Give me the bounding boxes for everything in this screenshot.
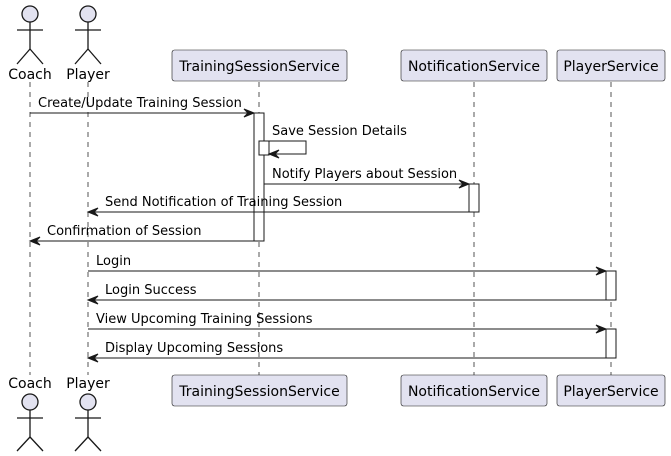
actor-player-top: Player xyxy=(66,5,110,83)
participant-label: PlayerService xyxy=(563,384,658,400)
participant-training-bottom: TrainingSessionService xyxy=(171,374,348,407)
actor-label: Player xyxy=(66,376,110,392)
actor-label: Coach xyxy=(8,67,52,83)
message-label: Notify Players about Session xyxy=(272,167,457,182)
lifelines xyxy=(29,82,612,375)
actor-head-icon xyxy=(79,5,97,23)
participant-label: TrainingSessionService xyxy=(178,384,339,400)
arrowhead-icon xyxy=(28,236,41,246)
activation-bar-notification xyxy=(468,183,480,213)
message-label: Login Success xyxy=(105,283,197,298)
message-label: Display Upcoming Sessions xyxy=(105,341,283,356)
actor-coach-top: Coach xyxy=(8,5,52,83)
participant-playerservice-bottom: PlayerService xyxy=(556,374,666,407)
activation-bar-playerservice xyxy=(605,270,617,301)
message-line xyxy=(264,140,307,155)
activations xyxy=(253,112,617,359)
arrowhead-icon xyxy=(458,179,471,189)
actor-coach-bottom: Coach xyxy=(8,376,52,452)
participant-label: NotificationService xyxy=(408,384,540,400)
activation-bar-training xyxy=(258,140,270,156)
actor-player-bottom: Player xyxy=(66,376,110,452)
arrowhead-icon xyxy=(86,353,99,363)
arrowhead-icon xyxy=(595,324,608,334)
actor-head-icon xyxy=(21,393,39,411)
message-label: Confirmation of Session xyxy=(47,224,202,239)
message-label: Save Session Details xyxy=(272,124,407,139)
message-label: Send Notification of Training Session xyxy=(105,195,342,210)
activation-bar-training xyxy=(253,112,265,242)
message-2: Save Session Details xyxy=(264,124,407,159)
message-6: Login xyxy=(88,254,608,276)
participant-playerservice-top: PlayerService xyxy=(556,49,666,82)
participant-notification-bottom: NotificationService xyxy=(400,374,548,407)
actor-head-icon xyxy=(79,393,97,411)
arrowhead-icon xyxy=(86,295,99,305)
actor-head-icon xyxy=(21,5,39,23)
message-label: Create/Update Training Session xyxy=(38,96,242,111)
participant-training-top: TrainingSessionService xyxy=(171,49,348,82)
message-1: Create/Update Training Session xyxy=(30,96,256,118)
message-label: Login xyxy=(96,254,131,269)
participant-heads: CoachCoachPlayerPlayerTrainingSessionSer… xyxy=(8,5,666,452)
message-3: Notify Players about Session xyxy=(264,167,471,189)
message-4: Send Notification of Training Session xyxy=(86,195,469,217)
participant-label: PlayerService xyxy=(563,59,658,75)
message-label: View Upcoming Training Sessions xyxy=(96,312,313,327)
arrowhead-icon xyxy=(86,207,99,217)
activation-bar-playerservice xyxy=(605,328,617,359)
participant-notification-top: NotificationService xyxy=(400,49,548,82)
message-5: Confirmation of Session xyxy=(28,224,254,246)
participant-label: TrainingSessionService xyxy=(178,59,339,75)
arrowhead-icon xyxy=(243,108,256,118)
message-8: View Upcoming Training Sessions xyxy=(88,312,608,334)
arrowhead-icon xyxy=(595,266,608,276)
actor-label: Player xyxy=(66,67,110,83)
actor-label: Coach xyxy=(8,376,52,392)
arrowhead-icon xyxy=(267,149,280,159)
message-7: Login Success xyxy=(86,283,606,305)
message-9: Display Upcoming Sessions xyxy=(86,341,606,363)
participant-label: NotificationService xyxy=(408,59,540,75)
